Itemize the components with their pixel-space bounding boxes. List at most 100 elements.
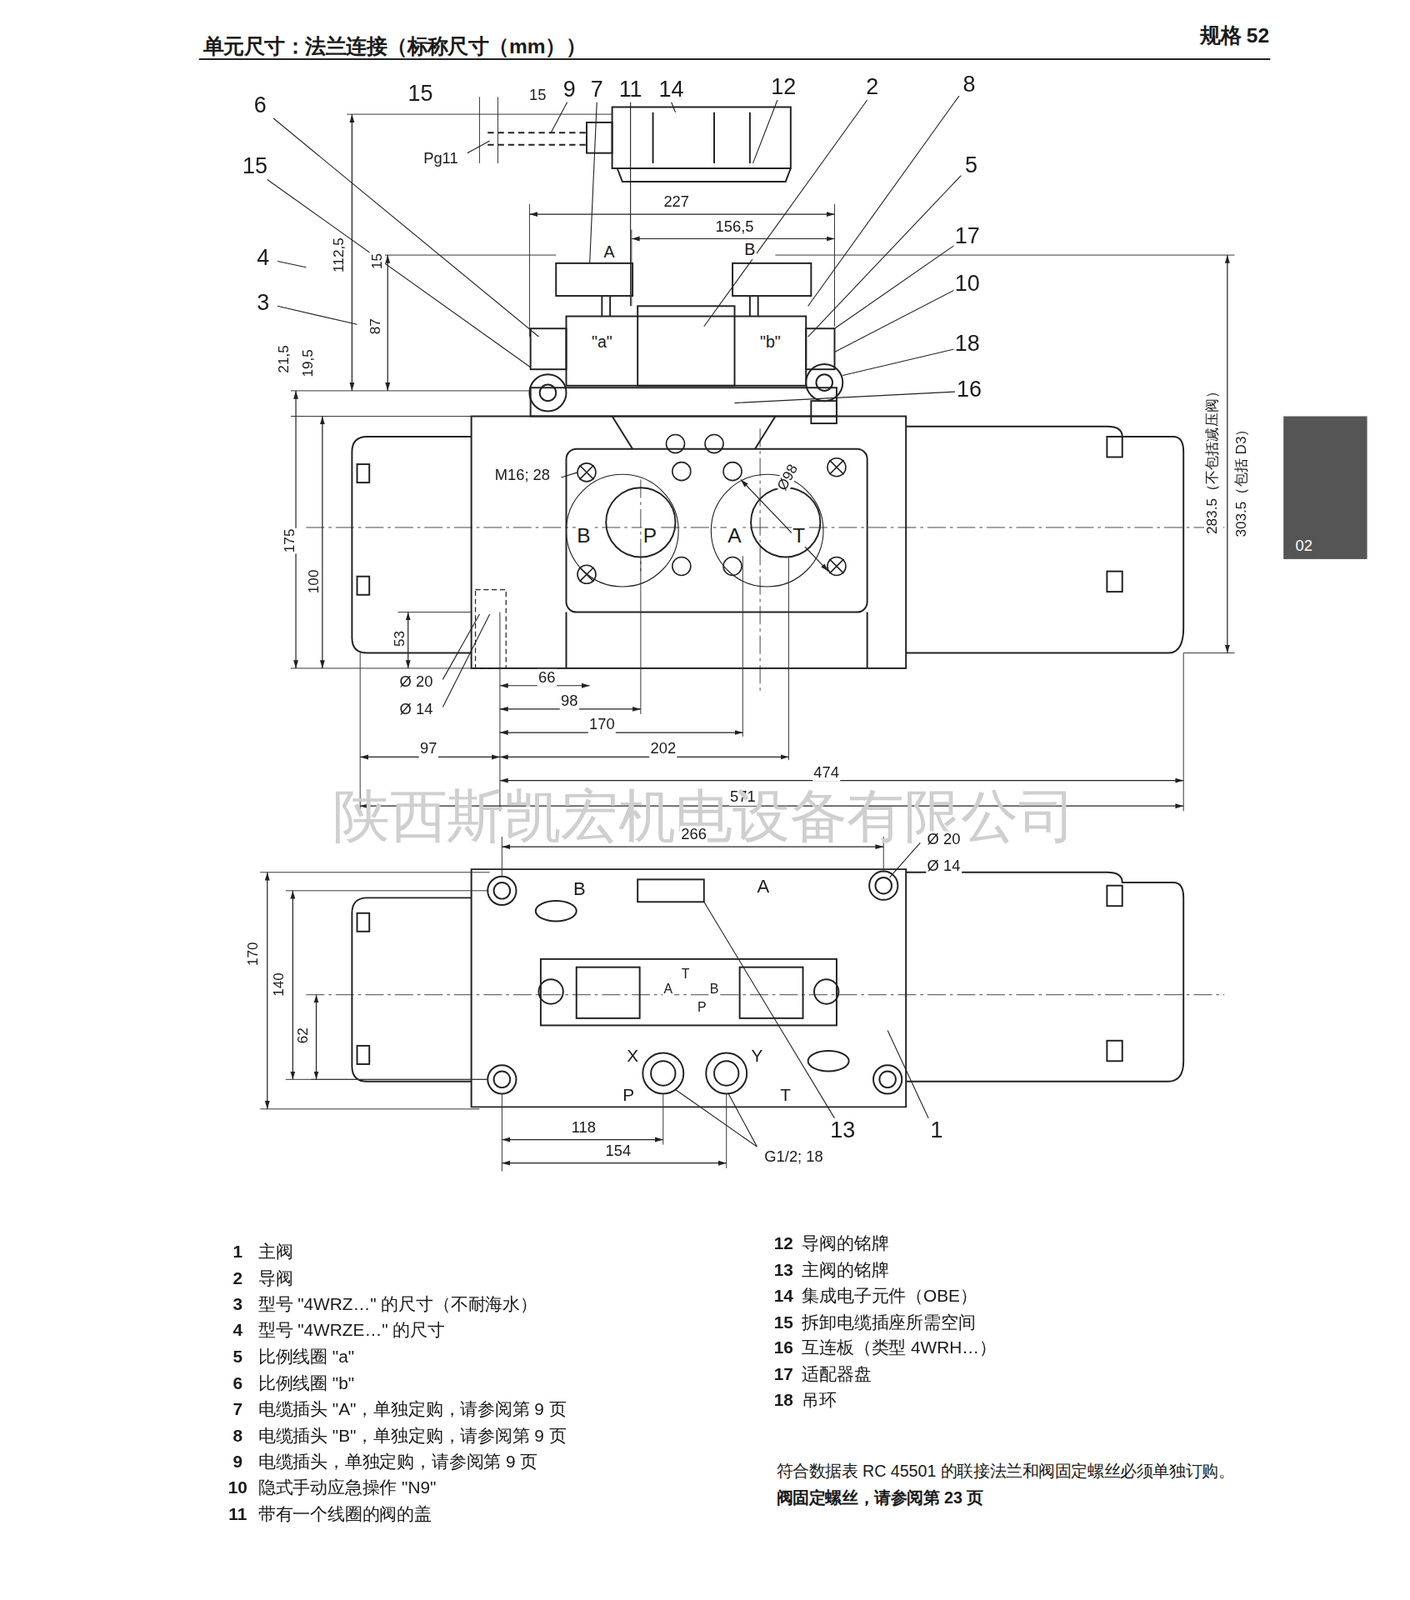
key-number: 4 — [231, 1321, 244, 1341]
top-view-outline — [555, 263, 633, 296]
dimension-label: 154 — [604, 1142, 632, 1160]
key-number: 7 — [231, 1400, 244, 1420]
key-number: 18 — [772, 1391, 795, 1411]
dimension-lines — [315, 995, 317, 1080]
top-view-outline — [810, 400, 837, 424]
dimension-label: 97 — [419, 740, 439, 758]
top-view-outline — [805, 364, 843, 401]
leader-lines — [887, 1030, 929, 1119]
top-view-outline — [601, 295, 758, 316]
callout-number: 3 — [255, 290, 270, 316]
port-label: X — [625, 1047, 640, 1067]
leader-lines — [704, 901, 835, 1119]
dimension-label: 21,5 — [275, 344, 292, 375]
key-text: 型号 "4WRZ…" 的尺寸（不耐海水） — [257, 1295, 540, 1315]
dimension-label: 175 — [281, 527, 298, 554]
port-label: T — [779, 1085, 792, 1105]
leader-lines — [834, 290, 955, 353]
dimension-lines — [631, 238, 835, 240]
key-text: 比例线圈 "b" — [257, 1374, 356, 1394]
leader-lines — [704, 100, 868, 327]
dimension-label: 303.5（包括 D3） — [1234, 420, 1250, 539]
dimension-label: 283.5（不包括减压阀） — [1204, 383, 1220, 535]
dimension-lines — [321, 416, 323, 669]
bottom-view-outline — [642, 1052, 684, 1094]
header-rule — [199, 58, 1271, 60]
extension-lines — [479, 96, 498, 164]
coil-label: "a" — [590, 332, 614, 351]
top-view-outline — [351, 436, 471, 654]
bottom-view-outline — [494, 1071, 511, 1089]
bottom-view-outline — [714, 1060, 739, 1085]
top-view-outline — [732, 263, 811, 296]
top-view-outline — [617, 168, 791, 182]
extension-lines — [260, 96, 1235, 1171]
centre-lines — [305, 994, 1225, 995]
leader-lines — [842, 349, 955, 376]
key-number: 12 — [772, 1235, 795, 1255]
port-bolts — [705, 435, 724, 454]
callout-number: 7 — [589, 77, 604, 103]
key-number: 8 — [231, 1426, 244, 1446]
port-bolts — [672, 462, 691, 481]
callout-number: 16 — [955, 377, 983, 403]
dimension-lines — [351, 114, 353, 391]
key-number: 6 — [231, 1374, 244, 1394]
top-view-outline — [637, 305, 735, 385]
callout-number: 18 — [953, 331, 980, 357]
top-view-outline — [487, 132, 587, 145]
bottom-view-outline — [351, 897, 471, 1081]
top-view-outline — [565, 474, 679, 587]
size-label: 规格 52 — [1199, 24, 1270, 47]
key-number: 2 — [231, 1269, 244, 1289]
port-label: P — [621, 1085, 635, 1105]
dimension-label: 118 — [570, 1119, 597, 1136]
key-text: 比例线圈 "a" — [257, 1348, 356, 1368]
top-view-outline — [653, 112, 750, 164]
bottom-view-outline — [873, 1065, 902, 1094]
callout-number: 12 — [770, 74, 797, 100]
dimension-label: Ø 14 — [925, 857, 961, 875]
bottom-view-outline — [637, 879, 705, 902]
key-number: 17 — [772, 1365, 795, 1385]
bottom-view-outline — [351, 869, 1184, 1107]
extension-lines — [290, 114, 613, 669]
extension-lines — [501, 1093, 726, 1171]
bottom-view-outline — [814, 979, 839, 1004]
port-bolts — [665, 435, 685, 454]
dimension-label: 202 — [649, 740, 677, 758]
callout-number: 2 — [865, 74, 880, 100]
leader-lines — [442, 614, 490, 707]
key-number: 13 — [772, 1260, 795, 1280]
top-view-outline — [565, 316, 806, 386]
dimension-label: 53 — [392, 630, 409, 649]
key-text: 导阀的铭牌 — [800, 1235, 890, 1255]
port-label: B — [708, 982, 720, 998]
key-number: 5 — [231, 1348, 244, 1368]
callout-number: 17 — [953, 224, 980, 250]
port-label: T — [680, 966, 691, 982]
port-label: T — [791, 524, 806, 547]
top-view-outline — [565, 449, 867, 613]
dimension-lines — [500, 780, 1184, 781]
callout-number: 5 — [964, 153, 979, 179]
key-text: 互连板（类型 4WRH…） — [800, 1339, 998, 1359]
leader-lines — [890, 842, 921, 878]
bottom-view-outline — [357, 1045, 370, 1065]
port-label: Y — [750, 1047, 764, 1067]
dimension-label: 98 — [560, 692, 580, 710]
key-text: 电缆插头 "B"，单独定购，请参阅第 9 页 — [257, 1426, 568, 1446]
callout-number: 14 — [657, 77, 685, 103]
dimension-lines — [292, 890, 294, 1080]
bottom-view-outline — [905, 872, 1184, 1082]
port-label: A — [726, 524, 743, 547]
callout-number: 6 — [252, 92, 267, 118]
callout-number: 9 — [561, 77, 576, 103]
port-bolts — [723, 556, 742, 575]
key-number: 16 — [772, 1339, 795, 1359]
bottom-view-outline — [1106, 885, 1122, 906]
key-number: 1 — [231, 1243, 244, 1263]
dimension-label: 266 — [680, 825, 708, 843]
key-number: 14 — [772, 1287, 795, 1307]
port-label: P — [696, 1000, 708, 1016]
